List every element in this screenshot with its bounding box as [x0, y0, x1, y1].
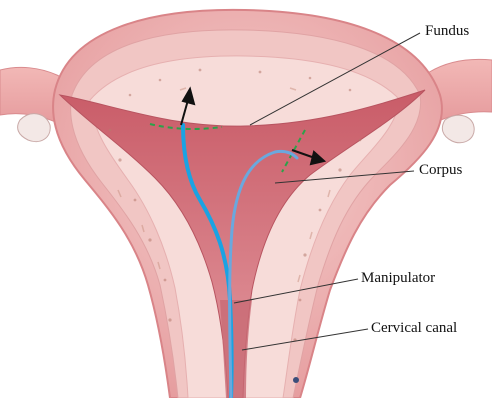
left-ligament	[18, 114, 51, 142]
right-ligament	[442, 115, 474, 142]
manipulator-label: Manipulator	[361, 271, 435, 286]
cervical-canal-label: Cervical canal	[371, 321, 457, 336]
corpus-label: Corpus	[419, 163, 462, 178]
tissue-spot	[293, 377, 299, 383]
fundus-label: Fundus	[425, 24, 469, 39]
